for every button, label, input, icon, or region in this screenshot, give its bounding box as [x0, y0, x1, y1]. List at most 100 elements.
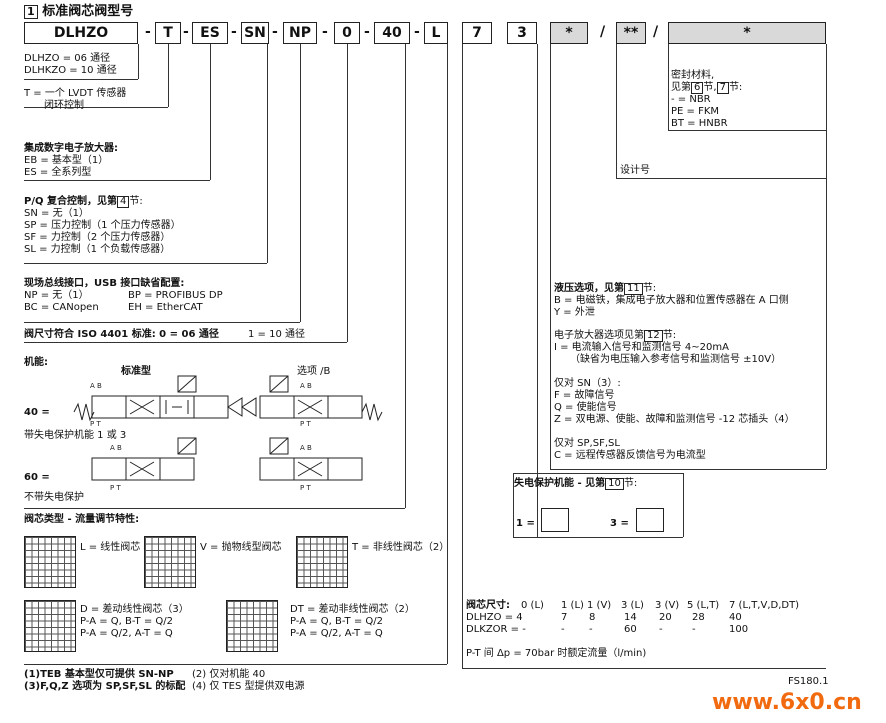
spool-l: L = 线性阀芯: [80, 542, 141, 553]
note-2: (2) 仅对机能 40: [192, 669, 266, 680]
svg-text:A B: A B: [300, 382, 312, 390]
size-col: 3 (L): [621, 600, 644, 611]
spool-l-graph: [24, 536, 76, 588]
bus-title: 现场总线接口，USB 接口缺省配置:: [24, 278, 185, 289]
code-design: **: [616, 22, 646, 44]
size-cell: 20: [659, 612, 672, 623]
code-hydraulic-options: *: [550, 22, 588, 44]
note-4: (4) 仅 TES 型提供双电源: [192, 681, 305, 692]
bus-eh: EH = EtherCAT: [128, 302, 203, 313]
model-dlhkzo: DLHKZO = 10 通径: [24, 65, 117, 76]
amp-eb: EB = 基本型（1）: [24, 155, 109, 166]
func-40-note: 带失电保护机能 1 或 3: [24, 430, 127, 441]
size-col: 1 (L): [561, 600, 584, 611]
spool-d-graph: [24, 600, 76, 652]
elec-i: I = 电流输入信号和监测信号 4~20mA: [554, 342, 729, 353]
code-seal: *: [668, 22, 826, 44]
note-1: (1)TEB 基本型仅可提供 SN-NP: [24, 669, 174, 680]
spool-t: T = 非线性阀芯（2）: [352, 542, 450, 553]
spool-v-graph: [144, 536, 196, 588]
svg-text:A B: A B: [110, 444, 122, 452]
size-row1: DLHZO = 4: [466, 612, 523, 623]
spsfsl-c: C = 远程传感器反馈信号为电流型: [554, 450, 706, 461]
separator: -: [322, 24, 328, 40]
separator: -: [145, 24, 151, 40]
section-number: 1: [24, 5, 38, 19]
func-title: 机能:: [24, 357, 48, 368]
separator: -: [364, 24, 370, 40]
size-cell: 40: [729, 612, 742, 623]
size-col: 7 (L,T,V,D,DT): [729, 600, 800, 611]
svg-text:P T: P T: [110, 484, 121, 492]
failsafe-3-symbol: [636, 508, 664, 532]
amp-title: 集成数字电子放大器:: [24, 143, 118, 154]
spool-t-graph: [296, 536, 348, 588]
bus-bc: BC = CANopen: [24, 302, 99, 313]
hyd-b: B = 电磁铁，集成电子放大器和位置传感器在 A 口侧: [554, 295, 789, 306]
valve-symbols: A B P T A B P T A B P T A B P T: [73, 375, 383, 492]
spool-d: D = 差动线性阀芯（3）: [80, 604, 189, 615]
func-60: 60 =: [24, 472, 50, 483]
spool-v: V = 抛物线型阀芯: [200, 542, 282, 553]
pq-sp: SP = 压力控制（1 个压力传感器）: [24, 220, 181, 231]
sn-z: Z = 双电源、使能、故障和监测信号 -12 芯插头（4）: [554, 414, 795, 425]
svg-text:A B: A B: [300, 444, 312, 452]
bus-np: NP = 无（1）: [24, 290, 89, 301]
sn-title: 仅对 SN（3）:: [554, 378, 621, 389]
transducer-line: T = 一个 LVDT 传感器: [24, 88, 127, 99]
spool-d-line1: P-A = Q, B-T = Q/2: [80, 616, 174, 627]
doc-code: FS180.1: [788, 676, 829, 687]
spool-title: 阀芯类型 - 流量调节特性:: [24, 514, 140, 525]
iso-line: 阀尺寸符合 ISO 4401 标准: 0 = 06 通径: [24, 329, 219, 340]
size-cell: -: [561, 624, 565, 635]
pq-sl: SL = 力控制（1 个负载传感器）: [24, 244, 171, 255]
size-cell: 7: [561, 612, 568, 623]
func-40: 40 =: [24, 407, 50, 418]
separator: /: [653, 24, 659, 40]
seal-fkm: PE = FKM: [671, 106, 720, 117]
separator: -: [183, 24, 189, 40]
pq-sn: SN = 无（1）: [24, 208, 89, 219]
code-spool-type: L: [424, 22, 448, 44]
note-3: (3)F,Q,Z 选项为 SP,SF,SL 的标配: [24, 681, 186, 692]
seal-title: 密封材料,: [671, 70, 715, 81]
spool-dt-graph: [226, 600, 278, 652]
spool-dt: DT = 差动非线性阀芯（2）: [290, 604, 415, 615]
size-col: 3 (V): [655, 600, 680, 611]
separator: /: [600, 24, 606, 40]
failsafe-1: 1 =: [516, 518, 535, 529]
size-cell: -: [659, 624, 663, 635]
func-60-note: 不带失电保护: [24, 492, 84, 503]
svg-text:P T: P T: [90, 420, 101, 428]
hyd-y: Y = 外泄: [554, 307, 595, 318]
size-footnote: P-T 间 Δp = 70bar 时额定流量（l/min): [466, 648, 647, 659]
sn-f: F = 故障信号: [554, 390, 615, 401]
code-size: 0: [334, 22, 360, 44]
size-cell: -: [589, 624, 593, 635]
size-head: 阀芯尺寸:: [466, 600, 510, 611]
design-number: 设计号: [620, 165, 650, 176]
pq-sf: SF = 力控制（2 个压力传感器）: [24, 232, 171, 243]
code-failsafe: 3: [507, 22, 537, 44]
svg-text:P T: P T: [300, 420, 311, 428]
svg-text:A B: A B: [90, 382, 102, 390]
svg-text:P T: P T: [300, 484, 311, 492]
sn-q: Q = 使能信号: [554, 402, 617, 413]
size-cell: 8: [589, 612, 596, 623]
size-col: 5 (L,T): [687, 600, 720, 611]
func-standard: 标准型: [121, 366, 151, 377]
code-spool-size: 7: [462, 22, 492, 44]
failsafe-1-symbol: [541, 508, 569, 532]
bus-bp: BP = PROFIBUS DP: [128, 290, 223, 301]
spool-dt-line1: P-A = Q, B-T = Q/2: [290, 616, 384, 627]
code-model: DLHZO: [24, 22, 138, 44]
size-cell: 28: [692, 612, 705, 623]
model-dlhzo: DLHZO = 06 通径: [24, 53, 111, 64]
size-col: 0 (L): [521, 600, 544, 611]
code-fieldbus: NP: [283, 22, 317, 44]
size-cell: -: [692, 624, 696, 635]
separator: -: [272, 24, 278, 40]
